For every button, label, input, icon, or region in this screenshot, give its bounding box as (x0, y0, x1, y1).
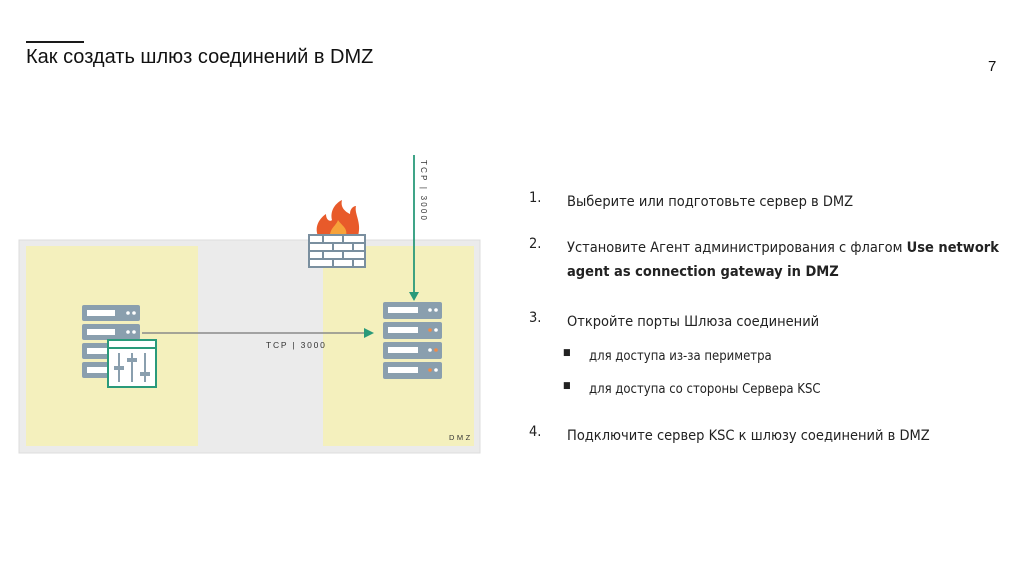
step-text-plain: Установите Агент администрирования с фла… (567, 240, 907, 256)
step-text: Установите Агент администрирования с фла… (567, 236, 1007, 284)
horizontal-port-label: TCP | 3000 (266, 340, 327, 350)
bullet-icon: ■ (563, 348, 571, 358)
step-number: 3. (529, 310, 542, 326)
admin-console-icon (107, 339, 157, 388)
vertical-port-label: TCP | 3000 (419, 160, 428, 222)
step-number: 1. (529, 190, 542, 206)
vertical-arrow-head (409, 292, 419, 301)
firewall-icon (308, 200, 366, 268)
step-text-bold: Use network agent as connection gateway … (567, 240, 999, 280)
step-number: 2. (529, 236, 542, 252)
flame-outer (316, 200, 360, 236)
dmz-server-icon (383, 302, 442, 379)
dmz-label: DMZ (449, 433, 473, 442)
step-text: Подключите сервер KSC к шлюзу соединений… (567, 428, 930, 444)
network-diagram: TCP | 3000 TCP | 3000 DMZ (18, 155, 481, 454)
subitem-text: для доступа из-за периметра (589, 349, 772, 364)
step-number: 4. (529, 424, 542, 440)
horizontal-arrow-head (364, 328, 374, 338)
page-title: Как создать шлюз соединений в DMZ (26, 46, 374, 68)
title-rule (26, 41, 84, 43)
step-text: Выберите или подготовьте сервер в DMZ (567, 194, 854, 210)
subitem-text: для доступа со стороны Сервера KSC (589, 382, 821, 397)
bullet-icon: ■ (563, 381, 571, 391)
step-text: Откройте порты Шлюза соединений (567, 314, 820, 330)
flame-inner (330, 220, 347, 236)
page-number: 7 (988, 58, 997, 75)
